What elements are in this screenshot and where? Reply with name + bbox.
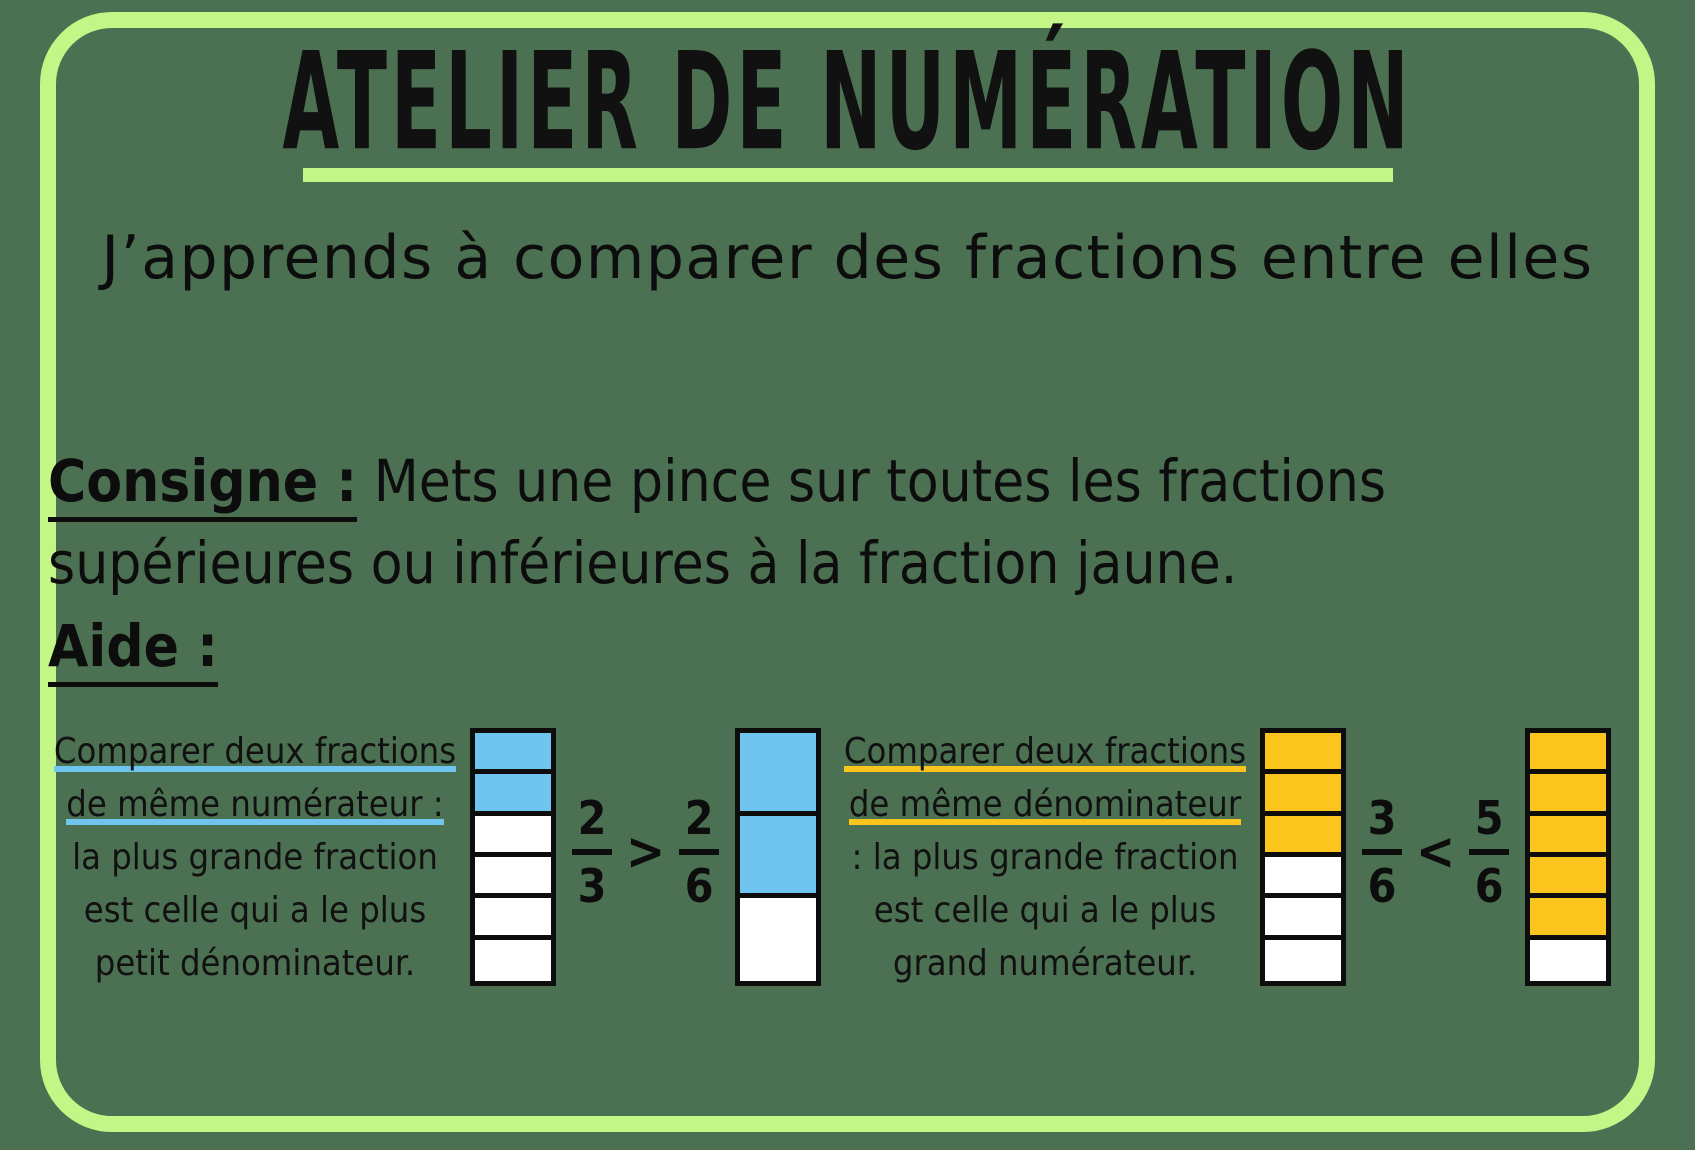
aide-heading: Aide : <box>48 612 219 687</box>
help-text-line: de même numérateur : <box>40 779 470 832</box>
fraction-bar-right-blue <box>735 728 822 986</box>
fraction-rule <box>1362 849 1402 855</box>
fraction-rule <box>679 849 720 855</box>
fraction-cell-empty <box>1265 856 1341 899</box>
fraction-cell-filled <box>1530 856 1607 899</box>
help-text-line: de même dénominateur <box>830 779 1260 832</box>
comparison-denominateur: 3 6 < 5 6 <box>1346 728 1525 976</box>
fraction-right-denominateur: 5 6 <box>1469 791 1510 913</box>
fraction-cell-empty <box>740 898 817 981</box>
help-text-line: petit dénominateur. <box>40 938 470 991</box>
fraction-cell-filled <box>475 774 551 816</box>
help-text-span: est celle qui a le plus <box>83 889 427 931</box>
denominator: 6 <box>1367 859 1397 913</box>
fraction-bars-numerateur: 2 3 > 2 6 <box>470 712 822 986</box>
page-subtitle: J’apprends à comparer des fractions entr… <box>101 223 1594 293</box>
fraction-right-numerateur: 2 6 <box>679 791 720 913</box>
fraction-bar-right-gold <box>1525 728 1612 986</box>
fraction-cell-filled <box>1265 774 1341 816</box>
help-text-line: est celle qui a le plus <box>40 885 470 938</box>
comparison-numerateur: 2 3 > 2 6 <box>556 728 735 976</box>
denominator: 6 <box>1474 859 1504 913</box>
fraction-cell-empty <box>1265 939 1341 981</box>
denominator: 3 <box>577 859 607 913</box>
fraction-bar-left-blue <box>470 728 556 986</box>
help-text-span: de même dénominateur <box>848 783 1242 825</box>
fraction-cell-filled <box>475 733 551 775</box>
help-text-line: la plus grande fraction <box>40 832 470 885</box>
comparison-operator: < <box>1416 822 1456 882</box>
help-text-line: Comparer deux fractions <box>40 726 470 779</box>
help-text-span: Comparer deux fractions <box>843 731 1247 772</box>
fraction-cell-empty <box>475 898 551 940</box>
fraction-cell-filled <box>740 733 817 816</box>
fraction-rule <box>1469 849 1510 855</box>
fraction-cell-filled <box>1530 815 1607 857</box>
fraction-cell-filled <box>1265 733 1341 775</box>
title-underline-rule <box>302 168 1393 182</box>
numerator: 2 <box>577 791 607 845</box>
numerator: 2 <box>684 791 714 845</box>
numerator: 5 <box>1474 791 1504 845</box>
fraction-cell-filled <box>1530 733 1607 775</box>
denominator: 6 <box>684 859 714 913</box>
help-text-numerateur: Comparer deux fractions de même numérateu… <box>40 712 470 991</box>
help-text-span: la plus grande fraction <box>72 836 438 878</box>
help-text-span: Comparer deux fractions <box>53 731 457 772</box>
fraction-cell-filled <box>1265 815 1341 857</box>
help-text-line: Comparer deux fractions <box>830 726 1260 779</box>
page-title: ATELIER DE NUMÉRATION <box>282 24 1413 182</box>
help-text-span: : la plus grande fraction <box>851 836 1239 878</box>
help-text-span: est celle qui a le plus <box>873 889 1217 931</box>
fraction-cell-filled <box>740 815 817 899</box>
fraction-rule <box>572 849 612 855</box>
help-text-line: grand numérateur. <box>830 938 1260 991</box>
fraction-left-denominateur: 3 6 <box>1362 795 1402 909</box>
fraction-bar-left-gold <box>1260 728 1346 986</box>
help-text-denominateur: Comparer deux fractions de même dénominat… <box>830 712 1260 991</box>
consigne-paragraph: Consigne : Mets une pince sur toutes les… <box>48 440 1628 605</box>
help-panel-numerateur: Comparer deux fractions de même numérateu… <box>40 712 830 1012</box>
card-border <box>40 12 1655 1132</box>
fraction-cell-filled <box>1530 898 1607 940</box>
help-text-span: de même numérateur : <box>66 783 444 825</box>
help-text-span: petit dénominateur. <box>94 942 416 984</box>
numerator: 3 <box>1367 791 1397 845</box>
help-text-line: : la plus grande fraction <box>830 832 1260 885</box>
consigne-label: Consigne : <box>48 447 358 522</box>
fraction-cell-empty <box>1265 898 1341 940</box>
fraction-cell-empty <box>475 815 551 857</box>
fraction-left-numerateur: 2 3 <box>572 795 612 909</box>
help-text-line: est celle qui a le plus <box>830 885 1260 938</box>
fraction-cell-empty <box>475 856 551 899</box>
help-panel-denominateur: Comparer deux fractions de même dénominat… <box>830 712 1650 1012</box>
fraction-cell-empty <box>475 939 551 981</box>
comparison-operator: > <box>626 822 666 882</box>
aide-label: Aide : <box>48 612 219 687</box>
help-text-span: grand numérateur. <box>892 942 1198 984</box>
consigne-text: Mets une pince sur toutes les fractions … <box>48 447 1387 598</box>
fraction-cell-empty <box>1530 939 1607 981</box>
header: ATELIER DE NUMÉRATION J’apprends à compa… <box>0 24 1695 295</box>
fraction-bars-denominateur: 3 6 < 5 6 <box>1260 712 1612 986</box>
help-panels: Comparer deux fractions de même numérateu… <box>40 712 1652 1012</box>
fraction-cell-filled <box>1530 774 1607 816</box>
